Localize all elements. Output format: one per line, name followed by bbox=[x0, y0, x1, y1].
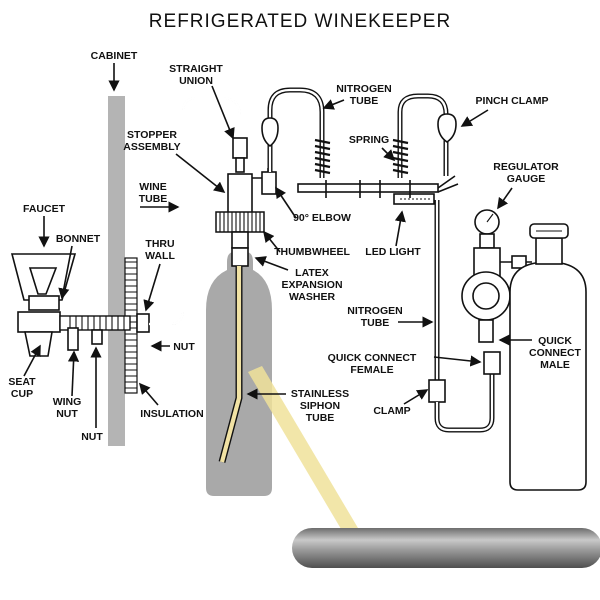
cabinet-wall bbox=[108, 96, 125, 446]
label-latex-washer-2: EXPANSION bbox=[281, 279, 342, 291]
seat-cup bbox=[24, 331, 53, 357]
label-pinch-clamp: PINCH CLAMP bbox=[476, 95, 549, 107]
label-seat-cup-2: CUP bbox=[11, 388, 33, 400]
insulation bbox=[124, 257, 138, 394]
regulator bbox=[461, 209, 532, 343]
label-qc-female-1: QUICK CONNECT bbox=[328, 352, 417, 364]
latex-washer bbox=[231, 247, 249, 267]
label-led-light: LED LIGHT bbox=[365, 246, 421, 258]
label-nut-bottom: NUT bbox=[81, 431, 103, 443]
label-qc-male-1: QUICK bbox=[538, 335, 572, 347]
diagram-title: REFRIGERATED WINEKEEPER bbox=[149, 11, 451, 32]
manifold-bar bbox=[297, 183, 439, 193]
siphon-tube bbox=[219, 266, 242, 463]
label-stopper-assembly-1: STOPPER bbox=[127, 129, 177, 141]
wing-nut-shape bbox=[67, 327, 79, 351]
wine-tube bbox=[149, 96, 242, 326]
label-stopper-assembly-2: ASSEMBLY bbox=[123, 141, 180, 153]
label-straight-union-1: STRAIGHT bbox=[169, 63, 223, 75]
label-nitrogen-tube-mid-1: NITROGEN bbox=[347, 305, 402, 317]
label-qc-male-3: MALE bbox=[540, 359, 570, 371]
label-siphon-1: STAINLESS bbox=[291, 388, 349, 400]
label-wing-nut-1: WING bbox=[53, 396, 82, 408]
label-nitrogen-tube-mid-2: TUBE bbox=[361, 317, 390, 329]
label-faucet: FAUCET bbox=[23, 203, 66, 215]
label-wing-nut-2: NUT bbox=[56, 408, 78, 420]
label-qc-female-2: FEMALE bbox=[350, 364, 393, 376]
label-thru-wall-1: THRU bbox=[145, 238, 174, 250]
label-insulation: INSULATION bbox=[140, 408, 203, 420]
pinch-clamp-a bbox=[261, 117, 279, 148]
siphon-callout bbox=[248, 366, 358, 534]
nitrogen-tank bbox=[509, 223, 587, 491]
bonnet bbox=[28, 295, 60, 311]
nitrogen-tube-loop-b bbox=[398, 94, 448, 178]
label-90-elbow: 90° ELBOW bbox=[293, 212, 351, 224]
label-qc-male-2: CONNECT bbox=[529, 347, 582, 359]
label-straight-union-2: UNION bbox=[179, 75, 213, 87]
label-nitrogen-tube-top-1: NITROGEN bbox=[336, 83, 391, 95]
label-siphon-3: TUBE bbox=[306, 412, 335, 424]
nitrogen-tube-loop-a bbox=[268, 88, 324, 178]
quick-connect-female bbox=[483, 351, 501, 375]
label-thru-wall-2: WALL bbox=[145, 250, 175, 262]
label-latex-washer-1: LATEX bbox=[295, 267, 329, 279]
stopper-assembly bbox=[227, 173, 253, 215]
straight-union bbox=[232, 137, 248, 159]
label-cabinet: CABINET bbox=[91, 50, 138, 62]
label-wine-tube-2: TUBE bbox=[139, 193, 168, 205]
label-latex-washer-3: WASHER bbox=[289, 291, 336, 303]
faucet bbox=[10, 253, 150, 357]
label-regulator-gauge-2: GAUGE bbox=[507, 173, 546, 185]
label-nut-right: NUT bbox=[173, 341, 195, 353]
label-thumbwheel: THUMBWHEEL bbox=[274, 246, 350, 258]
stainless-rod-photo bbox=[292, 528, 600, 568]
label-siphon-2: SIPHON bbox=[300, 400, 340, 412]
spring-a bbox=[314, 138, 331, 175]
90-elbow bbox=[261, 171, 277, 195]
label-bonnet: BONNET bbox=[56, 233, 101, 245]
clamp bbox=[428, 379, 446, 403]
label-seat-cup-1: SEAT bbox=[8, 376, 36, 388]
spring-b bbox=[392, 138, 409, 175]
label-clamp: CLAMP bbox=[373, 405, 410, 417]
pinch-clamp-b bbox=[437, 113, 457, 143]
label-spring: SPRING bbox=[349, 134, 389, 146]
label-nitrogen-tube-top-2: TUBE bbox=[350, 95, 379, 107]
label-wine-tube-1: WINE bbox=[139, 181, 166, 193]
label-regulator-gauge-1: REGULATOR bbox=[493, 161, 559, 173]
